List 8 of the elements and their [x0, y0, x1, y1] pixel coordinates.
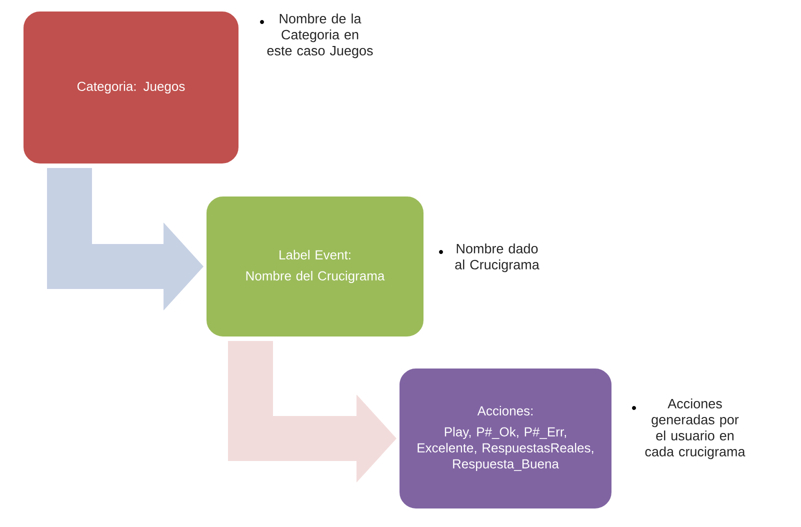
- bent-arrow: [47, 168, 204, 310]
- process-box: Categoria: Juegos: [20, 8, 242, 166]
- process-box: Acciones: Play, P#_Ok, P#_Err, Excelente, RespuestasReales, Respuesta_Buena: [396, 365, 614, 512]
- note-text: Nombre de la Categoria en este caso Juegos: [267, 14, 373, 58]
- process-box: Label Event: Nombre del Crucigrama: [204, 194, 426, 340]
- note-text: Nombre dado al Crucigrama: [455, 244, 540, 272]
- bent-arrow: [228, 340, 396, 482]
- note-text: Acciones generadas por el usuario en cada crucigrama: [645, 398, 746, 460]
